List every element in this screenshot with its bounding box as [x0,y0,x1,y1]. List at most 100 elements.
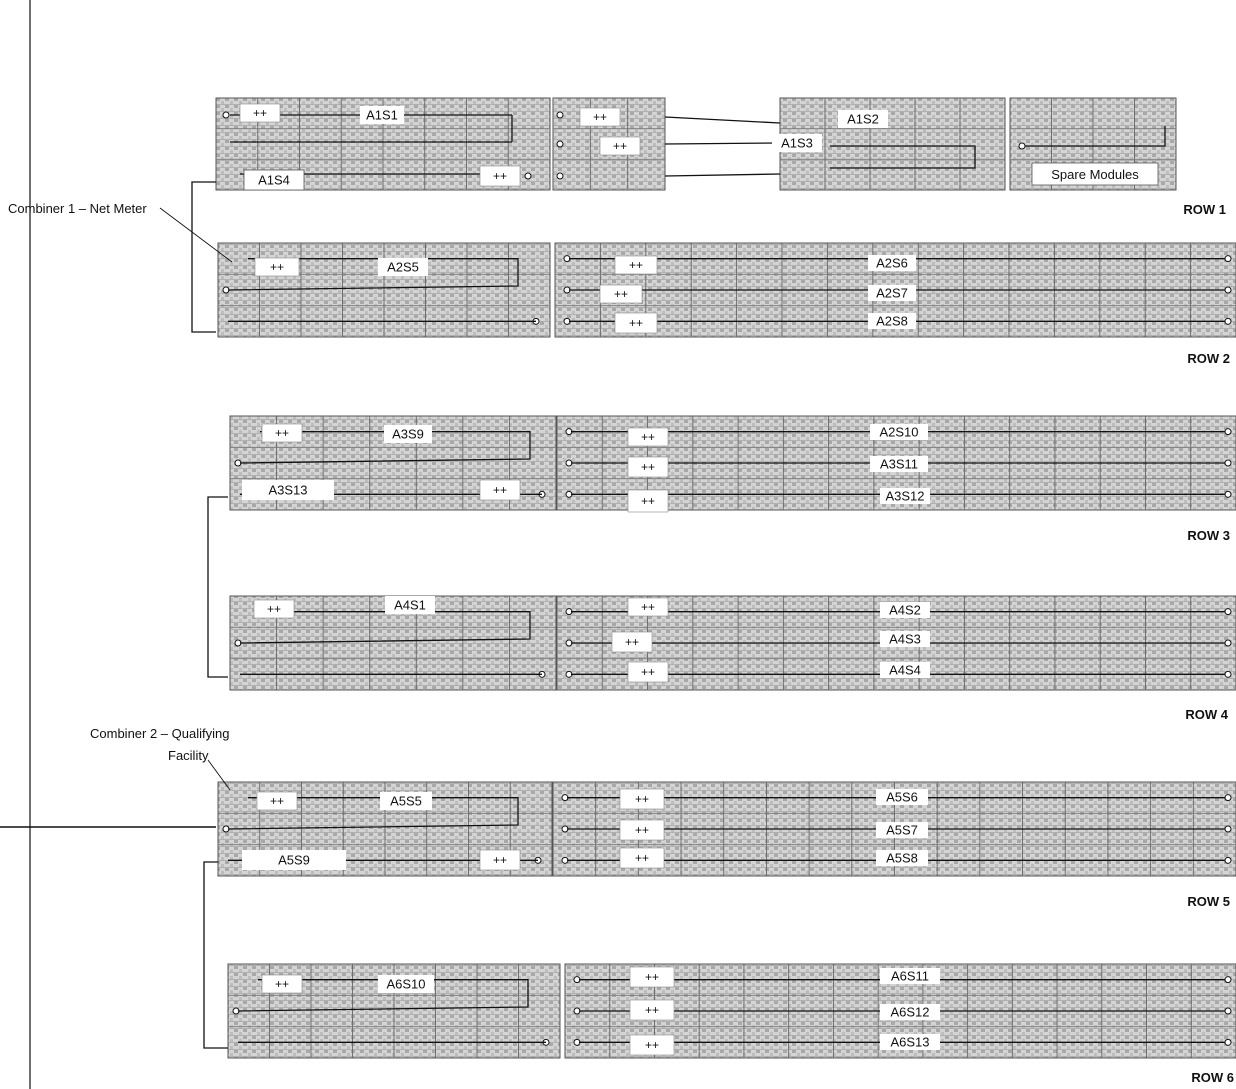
string-label: A4S4 [880,662,930,678]
terminal-icon [1224,856,1232,864]
string-label-bg [378,975,434,993]
home-run-wire [191,181,216,333]
polarity-box-bg [254,257,300,277]
string-label-bg [380,792,432,810]
polarity-mark: ++ [625,635,639,649]
terminal-icon [1224,286,1232,294]
string-label-text: A1S2 [847,112,879,127]
row-label: ROW 4 [1185,707,1228,722]
terminal-icon [1224,976,1232,984]
string-label-text: A2S5 [387,260,419,275]
leader-line [207,759,231,791]
polarity-box: ++ [611,631,653,653]
polarity-box: ++ [619,847,665,869]
terminal-icon [1224,1007,1232,1015]
polarity-mark: ++ [493,853,507,867]
combiner-1-label: Combiner 1 – Net Meter [8,201,147,216]
polarity-box-bg [256,791,298,811]
string-label: A3S9 [384,425,432,443]
string-label-bg [384,425,432,443]
string-label: A6S12 [880,1004,940,1020]
string-label: A6S13 [880,1034,940,1050]
polarity-box-bg [629,1034,675,1056]
string-label-text: A2S6 [876,256,908,271]
polarity-mark: ++ [635,792,649,806]
spare-label-bg [1031,162,1159,186]
string-label-text: A6S10 [386,977,425,992]
polarity-box-bg [614,255,658,275]
polarity-box-bg [599,284,643,304]
polarity-mark: ++ [275,426,289,440]
home-run-wire [203,861,228,1049]
string-label: A5S7 [876,822,928,838]
polarity-mark: ++ [635,823,649,837]
string-label-text: A3S12 [885,489,924,504]
string-label-text: A6S12 [890,1005,929,1020]
string-label-text: A2S10 [879,425,918,440]
polarity-box: ++ [629,966,675,988]
polarity-mark: ++ [645,1003,659,1017]
string-label-text: A3S13 [268,483,307,498]
string-label-text: A6S11 [891,969,929,984]
string-label-bg [880,662,930,678]
polarity-box: ++ [627,489,669,513]
string-label: A5S8 [876,850,928,866]
polarity-mark: ++ [641,460,655,474]
polarity-box: ++ [253,599,295,619]
polarity-box-bg [579,107,621,127]
polarity-box-bg [479,165,521,187]
polarity-box-bg [629,966,675,988]
polarity-box-bg [629,999,675,1021]
polarity-box: ++ [627,597,669,617]
combiner-2-label: Combiner 2 – Qualifying [90,726,229,741]
polarity-mark: ++ [493,483,507,497]
terminal-icon [1224,670,1232,678]
polarity-box-bg [261,423,303,443]
polarity-box-bg [261,974,303,994]
terminal-icon [1224,317,1232,325]
polarity-box-bg [599,136,641,156]
string-label-text: A1S1 [366,108,398,123]
terminal-icon [556,172,564,180]
polarity-mark: ++ [270,794,284,808]
polarity-mark: ++ [641,600,655,614]
polarity-mark: ++ [641,430,655,444]
terminal-icon [1224,255,1232,263]
terminal-icon [222,111,230,119]
string-label-bg [870,424,928,440]
string-label-bg [868,255,916,271]
polarity-box: ++ [579,107,621,127]
polarity-box: ++ [479,165,521,187]
string-label: A5S9 [242,850,346,870]
string-wire [664,173,781,177]
leader-line [159,207,233,263]
string-label-text: A4S3 [889,632,921,647]
string-label: A3S12 [880,488,930,504]
terminal-icon [1224,794,1232,802]
row-label: ROW 1 [1183,202,1226,217]
row-label: ROW 3 [1187,528,1230,543]
polarity-mark: ++ [593,110,607,124]
string-wire [830,145,976,169]
polarity-box-bg [627,661,669,683]
string-label: A2S5 [378,258,428,276]
string-label: A3S13 [242,480,334,500]
spare-modules-text: Spare Modules [1051,167,1139,182]
string-label-text: A5S7 [886,823,918,838]
terminal-icon [524,172,532,180]
string-label: A1S2 [838,110,888,128]
polarity-box: ++ [261,974,303,994]
string-label-bg [880,602,930,618]
string-label: A4S2 [880,602,930,618]
polarity-box-bg [479,849,521,871]
terminal-icon [1018,142,1026,150]
spare-modules-label: Spare Modules [1031,162,1159,186]
polarity-mark: ++ [641,665,655,679]
string-label-text: A1S3 [781,136,813,151]
polarity-box: ++ [479,479,521,501]
string-label-text: A4S2 [889,603,921,618]
string-label: A4S3 [880,631,930,647]
polarity-box-bg [619,788,665,810]
string-label-bg [870,456,928,472]
